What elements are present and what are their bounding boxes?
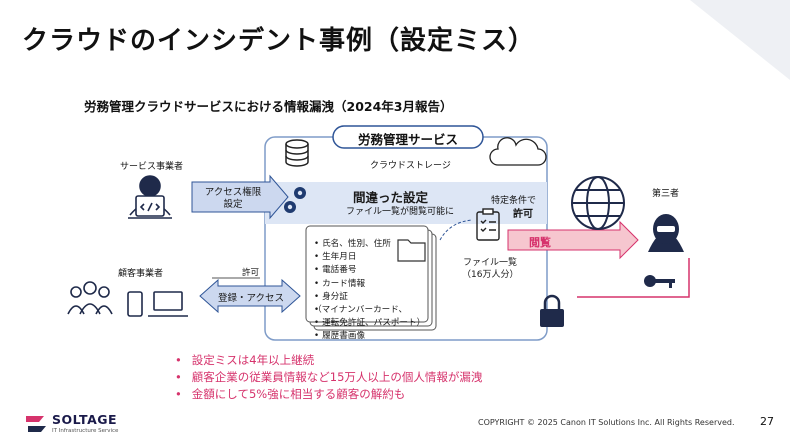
- bullet-item: 設定ミスは4年以上継続: [175, 352, 482, 369]
- data-item: 身分証: [314, 291, 425, 304]
- permit-label: 許可: [242, 268, 260, 278]
- key-icon: [644, 275, 675, 288]
- data-item: 電話番号: [314, 264, 425, 277]
- file-list-label: ファイル一覧 （16万人分）: [462, 258, 519, 280]
- corner-decoration: [690, 0, 790, 80]
- logo-subtitle: IT Infrastructure Service: [52, 428, 119, 434]
- clipboard-icon: [476, 208, 500, 241]
- lock-icon: [540, 294, 564, 327]
- service-title-pill: [332, 125, 484, 149]
- misconfig-band: [265, 182, 547, 224]
- register-label: 登録・アクセス: [218, 293, 285, 304]
- third-party-label: 第三者: [652, 189, 680, 199]
- data-item: 運転免許証、パスポート）: [314, 317, 425, 330]
- access-arrow-label: アクセス権限 設定: [204, 187, 262, 210]
- condition-line1: 特定条件で: [491, 196, 537, 206]
- subtitle: 労務管理クラウドサービスにおける情報漏洩（2024年3月報告）: [84, 99, 453, 114]
- data-item: 氏名、性別、住所: [314, 238, 425, 251]
- hacker-icon: [648, 214, 684, 252]
- summary-bullets: 設定ミスは4年以上継続 顧客企業の従業員情報など15万人以上の個人情報が漏洩 金…: [175, 352, 483, 403]
- misconfig-desc: ファイル一覧が閲覧可能に: [346, 207, 455, 217]
- database-icon: [285, 139, 309, 167]
- data-items-list: 氏名、性別、住所 生年月日 電話番号 カード情報 身分証 （マイナンバーカード、…: [313, 238, 425, 344]
- access-arrow: [191, 174, 289, 220]
- page-title: クラウドのインシデント事例（設定ミス）: [22, 26, 536, 56]
- soltage-logo-icon: [26, 416, 46, 432]
- data-item: カード情報: [314, 278, 425, 291]
- service-provider-icon: [128, 175, 172, 219]
- service-title: 労務管理サービス: [357, 132, 458, 147]
- customer-label: 顧客事業者: [118, 269, 164, 279]
- data-item: 履歴書画像: [314, 330, 425, 343]
- copyright: COPYRIGHT © 2025 Canon IT Solutions Inc.…: [478, 418, 735, 427]
- data-item: 生年月日: [314, 251, 425, 264]
- bullet-item: 金額にして5%強に相当する顧客の解約も: [175, 386, 482, 403]
- view-label: 閲覧: [529, 236, 551, 249]
- cloud-icon: [489, 137, 547, 166]
- page-number: 27: [760, 415, 774, 428]
- customer-icons: [67, 281, 188, 317]
- misconfig-title: 間違った設定: [353, 190, 429, 205]
- condition-line2: 許可: [513, 209, 533, 220]
- data-item: （マイナンバーカード、: [313, 304, 425, 317]
- view-arrow: [507, 220, 639, 260]
- register-arrow: [199, 278, 301, 314]
- globe-icon: [571, 176, 625, 230]
- gear-icon: [284, 187, 306, 213]
- service-provider-label: サービス事業者: [120, 162, 184, 172]
- cloud-storage-label: クラウドストレージ: [370, 161, 451, 171]
- bullet-item: 顧客企業の従業員情報など15万人以上の個人情報が漏洩: [175, 369, 483, 386]
- logo: SOLTAGE: [52, 412, 118, 427]
